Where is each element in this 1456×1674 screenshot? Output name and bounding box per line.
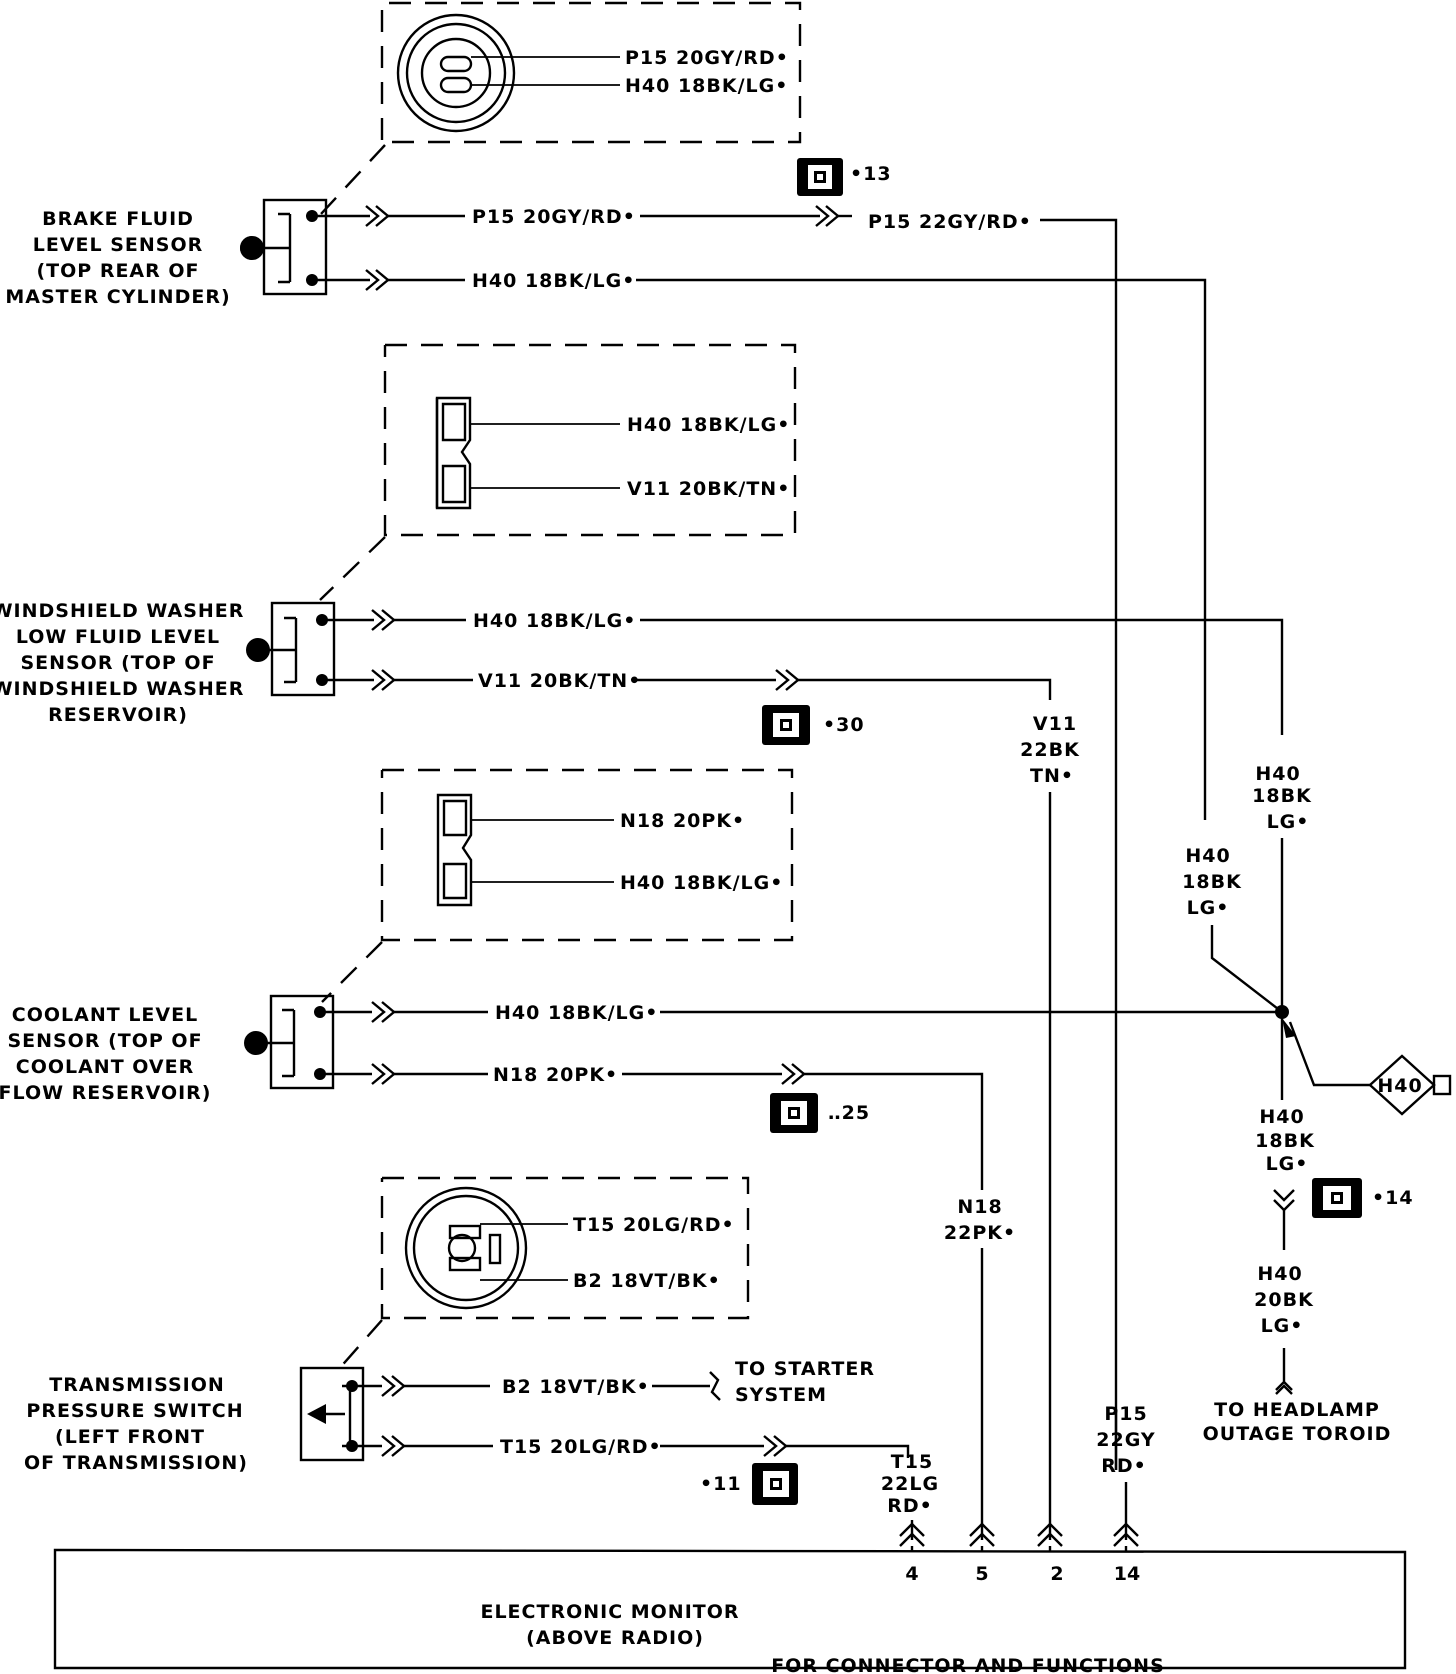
- destination-label: TO STARTER: [735, 1358, 875, 1380]
- vertical-wire-label: H40: [1257, 1263, 1302, 1285]
- electronic-monitor: 4 5 2 14 ELECTRONIC MONITOR (ABOVE RADIO…: [53, 1548, 1407, 1674]
- component-label: WINDSHIELD WASHER: [0, 678, 244, 700]
- wire-label: P15 20GY/RD•: [472, 206, 636, 228]
- transmission-switch: [299, 1366, 365, 1462]
- flat-connector-icon: [436, 793, 473, 907]
- vertical-wire-label: 18BK: [1255, 1130, 1315, 1152]
- pin-number: 14: [1114, 1563, 1140, 1585]
- pin-number: 5: [975, 1563, 988, 1585]
- inset-label: V11 20BK/TN•: [627, 478, 790, 500]
- inset-label: P15 20GY/RD•: [625, 47, 789, 69]
- wire-label: B2 18VT/BK•: [502, 1376, 650, 1398]
- vertical-wire-label: H40: [1259, 1106, 1304, 1128]
- vertical-wire-label: H40: [1185, 845, 1230, 867]
- vertical-wire-label: RD•: [1101, 1455, 1147, 1477]
- inset-label: B2 18VT/BK•: [573, 1270, 721, 1292]
- destination-label: OUTAGE TOROID: [1203, 1423, 1392, 1445]
- monitor-note: FOR CONNECTOR AND FUNCTIONS: [771, 1655, 1165, 1674]
- component-label: COOLANT OVER: [16, 1056, 195, 1078]
- h40-diamond-connector: H40: [1368, 1054, 1452, 1116]
- vertical-wire-label: LG•: [1267, 811, 1310, 833]
- vertical-wire-label: LG•: [1261, 1315, 1304, 1337]
- wire-label: N18 20PK•: [493, 1064, 618, 1086]
- flat-connector-icon: [435, 396, 472, 510]
- vertical-wire-label: N18: [957, 1196, 1002, 1218]
- vertical-wire-label: 22LG: [881, 1473, 939, 1495]
- pin-number: 2: [1050, 1563, 1063, 1585]
- diamond-label: H40: [1377, 1075, 1422, 1097]
- wire-label: H40 18BK/LG•: [472, 270, 635, 292]
- component-label: RESERVOIR): [48, 704, 188, 726]
- component-label: OF TRANSMISSION): [24, 1452, 248, 1474]
- component-label: BRAKE FLUID: [42, 208, 194, 230]
- inset-label: H40 18BK/LG•: [620, 872, 783, 894]
- wire-label: T15 20LG/RD•: [500, 1436, 662, 1458]
- vertical-wire-label: LG•: [1187, 897, 1230, 919]
- component-label: PRESSURE SWITCH: [26, 1400, 243, 1422]
- inset-label: T15 20LG/RD•: [573, 1214, 735, 1236]
- component-label: (LEFT FRONT: [55, 1426, 205, 1448]
- vertical-wire-label: H40: [1255, 763, 1300, 785]
- monitor-title: ELECTRONIC MONITOR: [480, 1601, 739, 1623]
- component-label: SENSOR (TOP OF: [7, 1030, 202, 1052]
- component-label: TRANSMISSION: [49, 1374, 225, 1396]
- vertical-wire-label: 22PK•: [944, 1222, 1016, 1244]
- splice-icon: [762, 705, 810, 745]
- destination-label: SYSTEM: [735, 1384, 827, 1406]
- destination-label: TO HEADLAMP: [1214, 1399, 1380, 1421]
- wire-label: P15 22GY/RD•: [868, 211, 1032, 233]
- vertical-wire-label: P15: [1104, 1403, 1147, 1425]
- splice-icon: [770, 1093, 818, 1133]
- round-connector-icon: [404, 1186, 528, 1310]
- component-label: SENSOR (TOP OF: [20, 652, 215, 674]
- vertical-wire-label: 18BK: [1182, 871, 1242, 893]
- component-label: LOW FLUID LEVEL: [16, 626, 220, 648]
- vertical-wire-label: RD•: [887, 1495, 933, 1517]
- junction-dot: [1275, 1005, 1289, 1019]
- vertical-wire-label: V11: [1033, 713, 1077, 735]
- vertical-wire-label: LG•: [1266, 1153, 1309, 1175]
- washer-inset: H40 18BK/LG• V11 20BK/TN•: [319, 343, 797, 601]
- splice-label: ‥25: [828, 1102, 870, 1124]
- component-label: LEVEL SENSOR: [33, 234, 204, 256]
- monitor-subtitle: (ABOVE RADIO): [526, 1627, 704, 1649]
- brake-inset: P15 20GY/RD• H40 18BK/LG•: [319, 1, 802, 216]
- brake-sensor: [240, 198, 328, 296]
- coolant-inset: N18 20PK• H40 18BK/LG•: [321, 768, 794, 1003]
- component-label: (TOP REAR OF: [36, 260, 199, 282]
- splice-icon: [797, 158, 843, 196]
- splice-icon: [752, 1463, 798, 1505]
- vertical-wire-label: TN•: [1030, 765, 1074, 787]
- splice-label: •30: [823, 714, 865, 736]
- splice-icon: [1312, 1178, 1362, 1218]
- inset-label: N18 20PK•: [620, 810, 745, 832]
- inset-label: H40 18BK/LG•: [625, 75, 788, 97]
- component-label: MASTER CYLINDER): [5, 286, 230, 308]
- coolant-sensor: [244, 994, 335, 1090]
- transmission-inset: T15 20LG/RD• B2 18VT/BK•: [337, 1176, 750, 1371]
- component-label: COOLANT LEVEL: [12, 1004, 198, 1026]
- inset-label: H40 18BK/LG•: [627, 414, 790, 436]
- vertical-wire-label: 20BK: [1254, 1289, 1314, 1311]
- splice-label: •13: [850, 163, 892, 185]
- washer-sensor: [246, 601, 336, 697]
- wire-label: H40 18BK/LG•: [495, 1002, 658, 1024]
- wire-label: H40 18BK/LG•: [473, 610, 636, 632]
- vertical-wire-label: T15: [891, 1451, 933, 1473]
- component-label: WINDSHIELD WASHER: [0, 600, 244, 622]
- component-label: FLOW RESERVOIR): [0, 1082, 211, 1104]
- wire-label: V11 20BK/TN•: [478, 670, 641, 692]
- vertical-wire-label: 18BK: [1252, 785, 1312, 807]
- vertical-wire-label: 22GY: [1096, 1429, 1155, 1451]
- vertical-wire-label: 22BK: [1020, 739, 1080, 761]
- round-connector-icon: [396, 13, 516, 133]
- terminal-arrows: [899, 1522, 1139, 1547]
- splice-label: •14: [1372, 1187, 1414, 1209]
- pin-number: 4: [905, 1563, 918, 1585]
- splice-label: •11: [700, 1473, 742, 1495]
